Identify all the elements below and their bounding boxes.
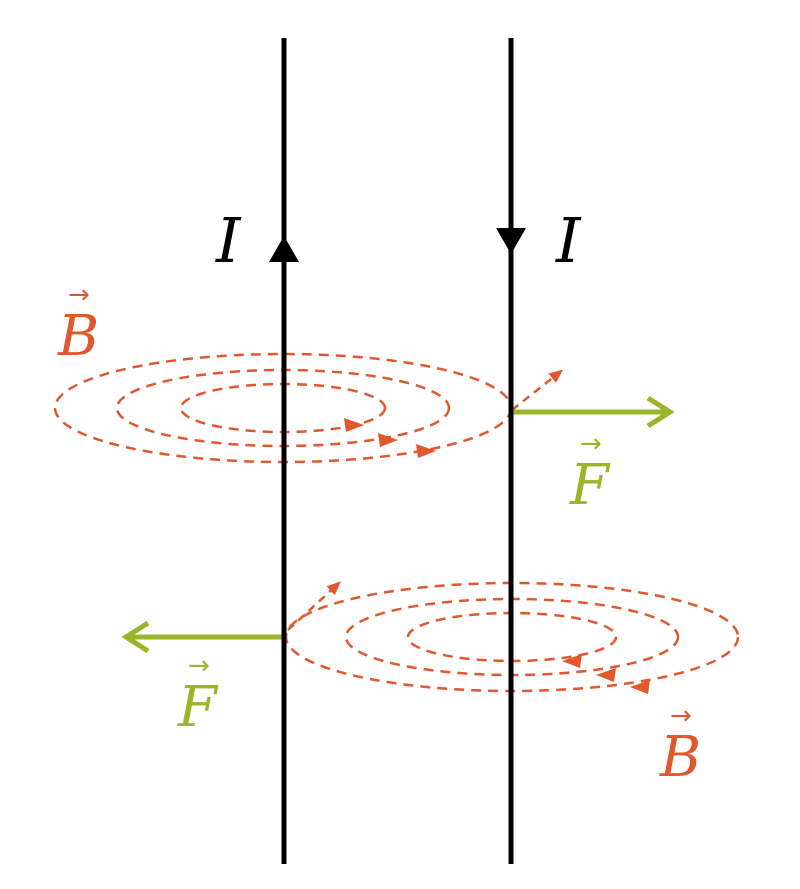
field-direction-arrows-left [344,418,436,458]
svg-text:F: F [569,453,611,518]
current-label-left: I [215,204,242,277]
field-arrowhead [630,680,650,694]
force-arrow-right [510,395,675,429]
current-arrow-up-icon [269,236,299,262]
vector-arrow-icon: → [68,280,90,310]
force-label-right: F → [569,429,611,518]
svg-text:F: F [177,675,219,740]
current-label-right: I [555,204,582,277]
field-tangent-arrow [287,581,341,631]
field-arrowhead [378,433,398,447]
current-arrow-down-icon [496,228,526,254]
field-arrowhead [562,654,582,668]
force-arrow-left [121,620,286,654]
svg-text:B: B [659,725,701,790]
force-label-left: F → [177,651,219,740]
field-direction-arrows-right [562,654,650,694]
vector-arrow-icon: → [580,429,602,459]
svg-text:B: B [57,304,99,369]
field-arrowhead [416,444,436,458]
vector-arrow-icon: → [670,701,692,731]
field-tangent-arrow [511,369,564,411]
field-arrowhead [596,668,616,682]
field-label-top: B → [57,280,99,369]
vector-arrow-icon: → [188,651,210,681]
field-label-bottom: B → [659,701,701,790]
field-arrowhead [344,418,364,432]
